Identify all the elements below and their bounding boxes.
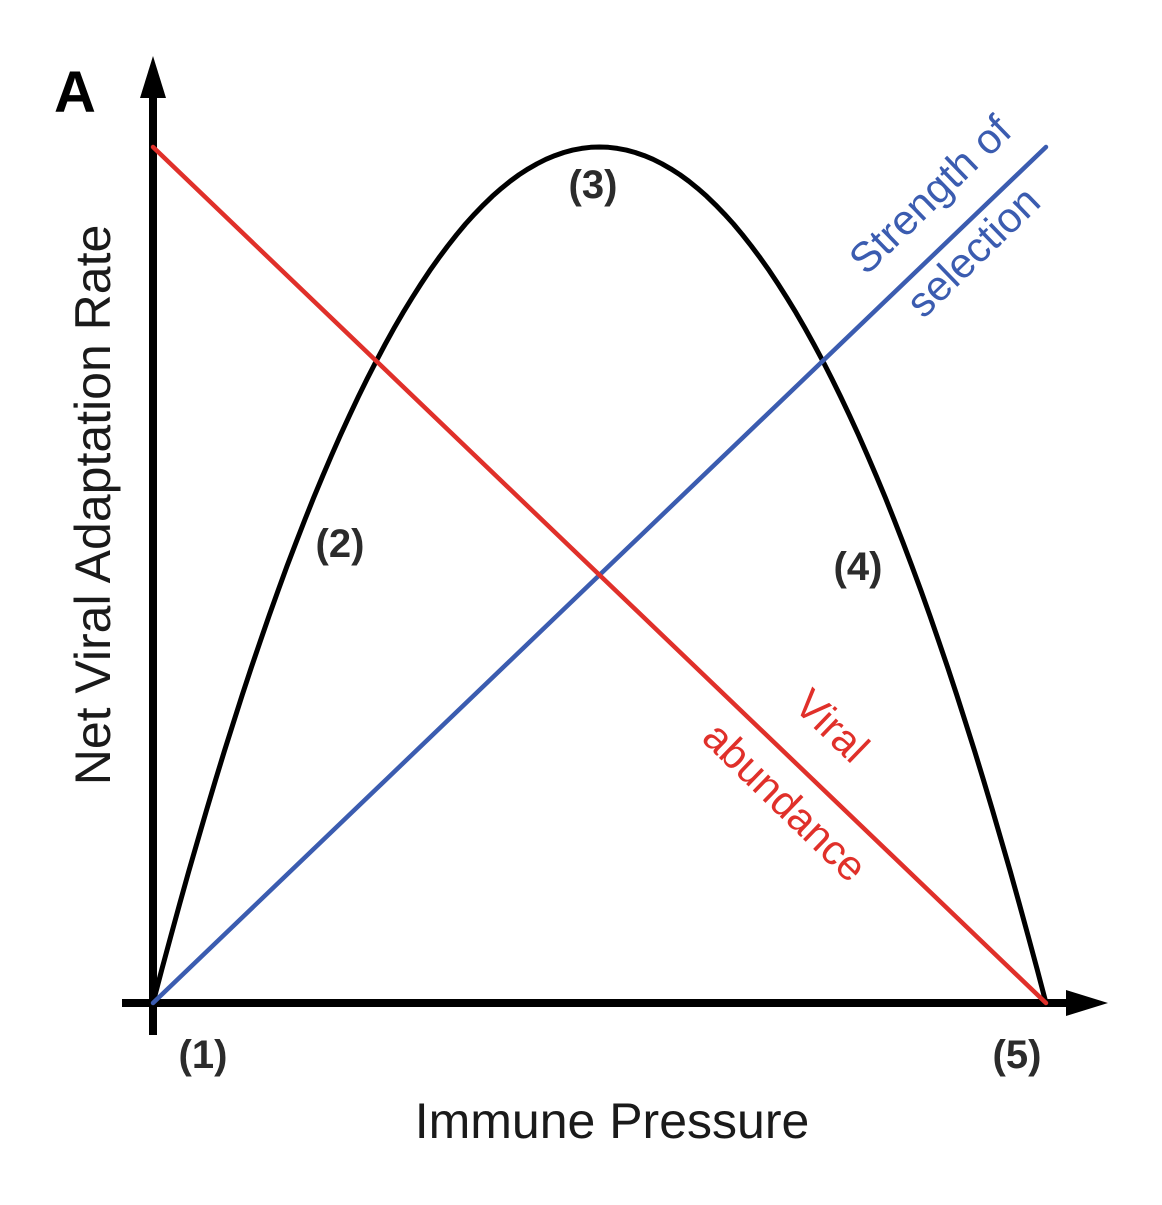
x-axis-arrowhead bbox=[1066, 990, 1108, 1016]
point-label-1: (1) bbox=[179, 1033, 228, 1077]
labels-group: A Immune Pressure Net Viral Adaptation Rat… bbox=[54, 60, 1049, 1149]
axes bbox=[122, 56, 1108, 1035]
point-label-3: (3) bbox=[569, 163, 618, 207]
point-label-5: (5) bbox=[993, 1033, 1042, 1077]
y-axis-label: Net Viral Adaptation Rate bbox=[65, 225, 121, 786]
y-axis-arrowhead bbox=[140, 56, 166, 98]
series-line-adaptation bbox=[150, 144, 1049, 1006]
point-label-4: (4) bbox=[834, 545, 883, 589]
panel-label: A bbox=[54, 60, 96, 125]
series-label-abundance-line1: Viral bbox=[786, 680, 879, 772]
series-group bbox=[150, 144, 1049, 1006]
point-label-2: (2) bbox=[316, 522, 365, 566]
x-axis-label: Immune Pressure bbox=[415, 1093, 810, 1149]
series-line-abundance bbox=[150, 144, 1049, 1006]
